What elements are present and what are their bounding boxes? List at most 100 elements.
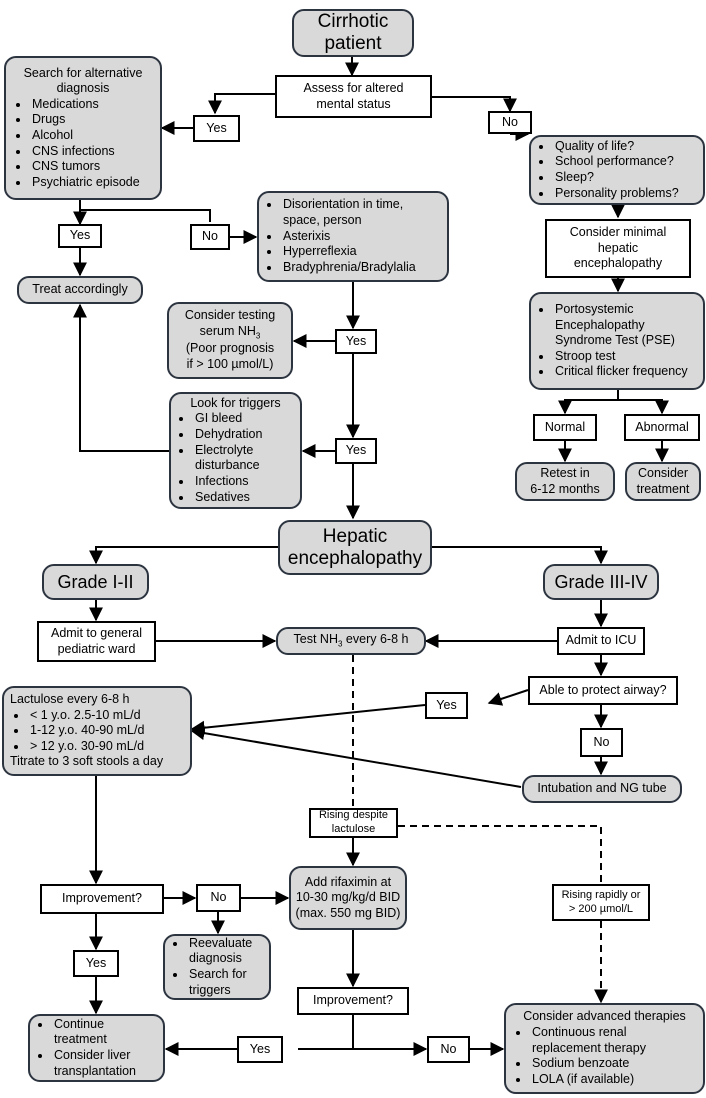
rising-line-1: Rising despite (318, 809, 389, 822)
alt-dx-item: Medications (30, 97, 154, 113)
advanced-therapies-node: Consider advanced therapies Continuous r… (504, 1003, 705, 1094)
yes-alt-node: Yes (58, 224, 102, 248)
symptoms-node: Disorientation in time, space, person As… (257, 191, 449, 282)
test-nh3-node: Test NH3 every 6-8 h (276, 627, 426, 655)
reevaluate-node: Reevaluate diagnosis Search for triggers (163, 934, 271, 1000)
he-line-2: encephalopathy (287, 547, 423, 569)
alt-dx-item: CNS infections (30, 144, 154, 160)
mhe-questions-node: Quality of life? School performance? Sle… (529, 135, 705, 205)
mhe-question-item: Sleep? (553, 170, 699, 186)
lactulose-item: < 1 y.o. 2.5-10 mL/d (28, 708, 184, 724)
mhe-question-item: Personality problems? (553, 186, 699, 202)
ward-line-1: Admit to general (50, 625, 143, 640)
no-label: No (502, 114, 518, 129)
alt-dx-title: Search for alternative diagnosis (23, 65, 143, 96)
advanced-item: Continuous renal replacement therapy (530, 1025, 697, 1056)
lactulose-item: 1-12 y.o. 40-90 mL/d (28, 723, 184, 739)
abnormal-node: Abnormal (624, 414, 700, 441)
yes-label: Yes (249, 1041, 271, 1056)
intubation-node: Intubation and NG tube (522, 775, 682, 803)
yes-symptoms-node: Yes (335, 329, 377, 354)
assess-mental-status-node: Assess for altered mental status (275, 75, 432, 118)
normal-node: Normal (533, 414, 597, 441)
admit-ward-node: Admit to general pediatric ward (37, 621, 156, 662)
yes-triggers-node: Yes (335, 438, 377, 464)
rifaximin-node: Add rifaximin at 10-30 mg/kg/d BID (max.… (289, 866, 407, 930)
test-nh3-subscript: 3 (337, 639, 343, 649)
lactulose-title: Lactulose every 6-8 h (10, 691, 130, 706)
retest-line-1: Retest in (540, 465, 590, 480)
consider-treatment-line-1: Consider (637, 465, 689, 480)
retest-node: Retest in 6-12 months (515, 462, 615, 501)
intubation-label: Intubation and NG tube (537, 781, 667, 796)
no-label: No (202, 229, 218, 244)
rising-despite-node: Rising despite lactulose (309, 808, 398, 838)
assess-line-2: mental status (316, 96, 391, 111)
symptom-item: Asterixis (281, 229, 443, 245)
reevaluate-item: Search for triggers (187, 967, 265, 998)
no-improvement-1-node: No (196, 884, 241, 912)
advanced-title: Consider advanced therapies (523, 1009, 686, 1024)
ward-line-2: pediatric ward (57, 641, 136, 656)
yes-altered-node: Yes (193, 115, 240, 142)
reevaluate-item: Reevaluate diagnosis (187, 936, 265, 967)
hepatic-encephalopathy-node: Hepatic encephalopathy (278, 520, 432, 575)
consider-nh3-node: Consider testing serum NH3 (Poor prognos… (167, 302, 293, 379)
continue-item: Consider liver transplantation (52, 1048, 159, 1079)
icu-label: Admit to ICU (565, 633, 637, 648)
reevaluate-list: Reevaluate diagnosis Search for triggers (169, 936, 265, 999)
mhe-question-item: School performance? (553, 154, 699, 170)
alt-dx-item: Alcohol (30, 128, 154, 144)
test-nh3-part: every 6-8 h (342, 632, 409, 647)
yes-improvement-2-node: Yes (237, 1036, 283, 1063)
consider-treatment-node: Consider treatment (625, 462, 701, 501)
rifaximin-line-2: 10-30 mg/kg/d BID (295, 890, 401, 905)
advanced-item: LOLA (if available) (530, 1072, 697, 1088)
mhe-tests-node: Portosystemic Encephalopathy Syndrome Te… (529, 292, 705, 390)
alt-dx-list: Medications Drugs Alcohol CNS infections… (12, 97, 154, 191)
rising-rapidly-node: Rising rapidly or > 200 µmol/L (552, 884, 650, 921)
nh3-line-3: (Poor prognosis (185, 341, 275, 356)
grade-3-4-label: Grade III-IV (554, 571, 648, 592)
symptoms-list: Disorientation in time, space, person As… (263, 197, 443, 275)
mhe-test-item: Stroop test (553, 349, 699, 365)
continue-treatment-node: Continue treatment Consider liver transp… (28, 1014, 165, 1082)
yes-airway-node: Yes (425, 692, 468, 719)
cirrhotic-patient-node: Cirrhotic patient (292, 9, 414, 57)
lactulose-node: Lactulose every 6-8 h < 1 y.o. 2.5-10 mL… (2, 686, 192, 776)
no-improvement-2-node: No (427, 1036, 470, 1063)
mhe-line-3: encephalopathy (573, 256, 663, 271)
continue-item: Continue treatment (52, 1017, 159, 1048)
abnormal-label: Abnormal (635, 419, 689, 434)
yes-label: Yes (345, 443, 367, 458)
airway-node: Able to protect airway? (528, 676, 678, 705)
no-airway-node: No (580, 728, 623, 757)
rifaximin-line-1: Add rifaximin at (304, 874, 392, 889)
test-nh3-text: Test NH3 every 6-8 h (294, 632, 409, 650)
no-alt-node: No (190, 224, 230, 250)
yes-label: Yes (206, 120, 227, 135)
mhe-test-item: Critical flicker frequency (553, 364, 699, 380)
trigger-item: Infections (193, 474, 296, 490)
no-label: No (210, 890, 227, 905)
mhe-line-2: hepatic (597, 240, 639, 255)
symptom-item: Disorientation in time, space, person (281, 197, 443, 228)
yes-label: Yes (69, 228, 91, 243)
rising-rapidly-line-2: > 200 µmol/L (568, 902, 634, 915)
nh3-line-4: if > 100 µmol/L) (186, 357, 274, 372)
alternative-diagnosis-node: Search for alternative diagnosis Medicat… (4, 56, 162, 200)
alt-dx-item: CNS tumors (30, 159, 154, 175)
triggers-node: Look for triggers GI bleed Dehydration E… (169, 392, 302, 509)
trigger-item: Electrolyte disturbance (193, 443, 296, 474)
improvement-1-node: Improvement? (40, 884, 164, 914)
trigger-item: GI bleed (193, 411, 296, 427)
consider-mhe-node: Consider minimal hepatic encephalopathy (545, 219, 691, 278)
symptom-item: Bradyphrenia/Bradylalia (281, 260, 443, 276)
continue-list: Continue treatment Consider liver transp… (34, 1017, 159, 1080)
nh3-subscript: 3 (255, 331, 261, 341)
consider-treatment-line-2: treatment (636, 481, 690, 496)
improvement-2-node: Improvement? (297, 987, 409, 1015)
start-line-1: Cirrhotic (317, 11, 389, 33)
assess-line-1: Assess for altered (303, 80, 404, 95)
